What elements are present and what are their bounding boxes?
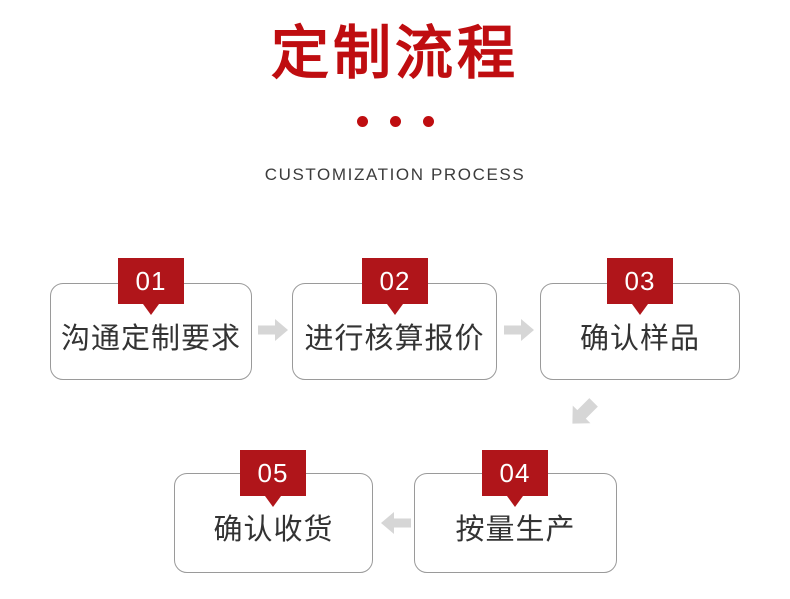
flow-step-05-badge: 05 [240,450,306,507]
flow-step-01-badge: 01 [118,258,184,315]
flow-step-04-label: 按量生产 [455,512,576,546]
dot-icon [356,116,368,127]
flow-step-02-label: 进行核算报价 [304,320,485,355]
arrow-step3-to-step4-icon [566,396,600,430]
flow-step-03-label: 确认样品 [579,320,700,355]
flow-step-03[interactable]: 确认样品 [540,283,740,380]
flow-step-01[interactable]: 沟通定制要求 [50,283,252,380]
arrow-step1-to-step2-icon [258,319,288,341]
flow-step-03-badge: 03 [607,258,673,315]
arrow-step4-to-step5-icon [381,512,411,534]
flow-step-05-label: 确认收货 [213,512,334,546]
page-subtitle: CUSTOMIZATION PROCESS [264,165,526,184]
dot-icon [422,116,434,127]
flow-step-02-badge: 02 [362,258,428,315]
dot-icon [389,116,401,127]
flow-step-04-badge: 04 [482,450,548,507]
page-title: 定制流程 [270,19,519,87]
flow-step-01-label: 沟通定制要求 [60,320,241,355]
decorative-dots [0,116,790,127]
arrow-step2-to-step3-icon [504,319,534,341]
